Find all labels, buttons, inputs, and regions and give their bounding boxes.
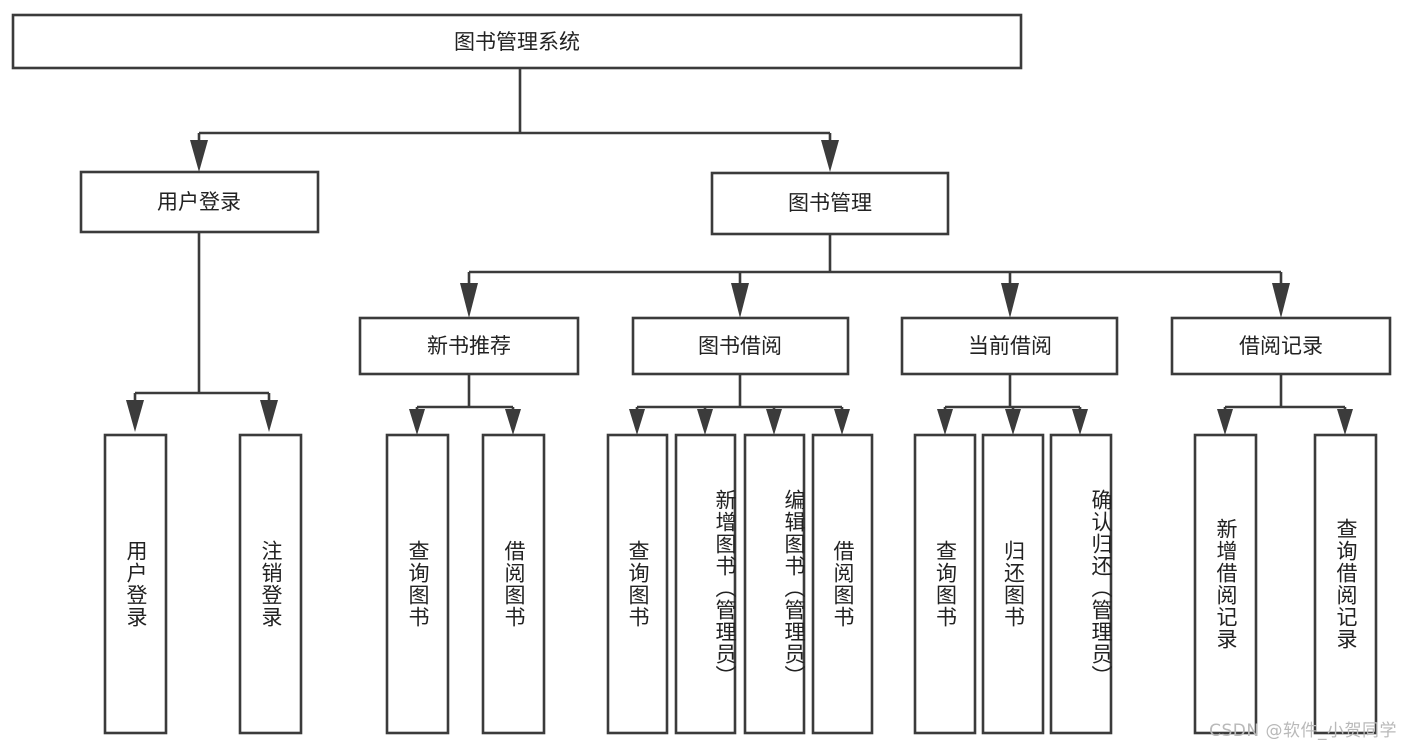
node-book-management-label: 图书管理: [788, 191, 872, 215]
node-book-management-box[interactable]: [710, 171, 950, 236]
arrow-head-recommend-query-book: [409, 409, 425, 435]
node-borrow-query-book-box[interactable]: [606, 433, 669, 735]
node-current-borrow[interactable]: 当前借阅: [900, 316, 1119, 376]
arrow-head-user-login: [190, 140, 208, 172]
node-recommend-query-book-box[interactable]: [385, 433, 450, 735]
arrow-head-book-borrow: [731, 283, 749, 318]
node-borrow-records[interactable]: 借阅记录: [1170, 316, 1392, 376]
node-root-box[interactable]: [11, 13, 1023, 70]
node-user-login-box[interactable]: [79, 170, 320, 234]
arrow-head-borrow-add-book: [697, 409, 713, 435]
arrow-head-current-return-book: [1005, 409, 1021, 435]
node-book-borrow[interactable]: 图书借阅: [631, 316, 850, 376]
node-current-return-book-box[interactable]: [981, 433, 1045, 735]
node-new-book-recommend-box[interactable]: [358, 316, 580, 376]
arrow-head-book-management: [821, 140, 839, 172]
arrow-head-borrow-records: [1272, 283, 1290, 318]
arrow-head-borrow-edit-book: [766, 409, 782, 435]
connector-group-book-management: [460, 234, 1290, 318]
arrow-head-user-login-logout: [260, 400, 278, 432]
node-borrow-edit-book-box[interactable]: [743, 433, 806, 735]
arrow-head-user-login-login: [126, 400, 144, 432]
node-user-login-logout-box[interactable]: [238, 433, 303, 735]
node-current-borrow-box[interactable]: [900, 316, 1119, 376]
arrow-head-records-query-record: [1337, 409, 1353, 435]
arrow-head-new-book-recommend: [460, 283, 478, 318]
node-user-login-label: 用户登录: [157, 190, 241, 214]
node-root-label: 图书管理系统: [454, 30, 580, 54]
arrow-head-records-add-record: [1217, 409, 1233, 435]
arrow-head-current-confirm-return: [1072, 409, 1088, 435]
node-user-login[interactable]: 用户登录: [79, 170, 320, 234]
node-borrow-records-label: 借阅记录: [1239, 334, 1323, 358]
node-new-book-recommend-label: 新书推荐: [427, 334, 511, 358]
connector-group-user-login: [126, 232, 278, 432]
arrow-head-current-query-book: [937, 409, 953, 435]
arrow-head-current-borrow: [1001, 283, 1019, 318]
node-new-book-recommend[interactable]: 新书推荐: [358, 316, 580, 376]
connector-group-book-borrow: [629, 374, 850, 435]
node-borrow-add-book-box[interactable]: [674, 433, 737, 735]
node-current-query-book-box[interactable]: [913, 433, 977, 735]
node-user-login-login-box[interactable]: [103, 433, 168, 735]
node-book-borrow-label: 图书借阅: [698, 334, 782, 358]
node-current-borrow-label: 当前借阅: [968, 334, 1052, 358]
arrow-head-recommend-borrow-book: [505, 409, 521, 435]
node-root[interactable]: 图书管理系统: [11, 13, 1023, 70]
node-book-management[interactable]: 图书管理: [710, 171, 950, 236]
connector-group-new-book-recommend: [409, 374, 521, 435]
node-recommend-borrow-book-box[interactable]: [481, 433, 546, 735]
node-book-borrow-box[interactable]: [631, 316, 850, 376]
node-borrow-records-box[interactable]: [1170, 316, 1392, 376]
watermark-text: CSDN @软件_小贺同学: [1209, 721, 1397, 741]
node-current-confirm-return-box[interactable]: [1049, 433, 1113, 735]
node-borrow-borrow-book-box[interactable]: [811, 433, 874, 735]
node-records-query-record-box[interactable]: [1313, 433, 1378, 735]
arrow-head-borrow-query-book: [629, 409, 645, 435]
connector-group-current-borrow: [937, 374, 1088, 435]
node-records-add-record-box[interactable]: [1193, 433, 1258, 735]
arrow-head-borrow-borrow-book: [834, 409, 850, 435]
connector-group-root: [190, 68, 839, 172]
connector-group-borrow-records: [1217, 374, 1353, 435]
